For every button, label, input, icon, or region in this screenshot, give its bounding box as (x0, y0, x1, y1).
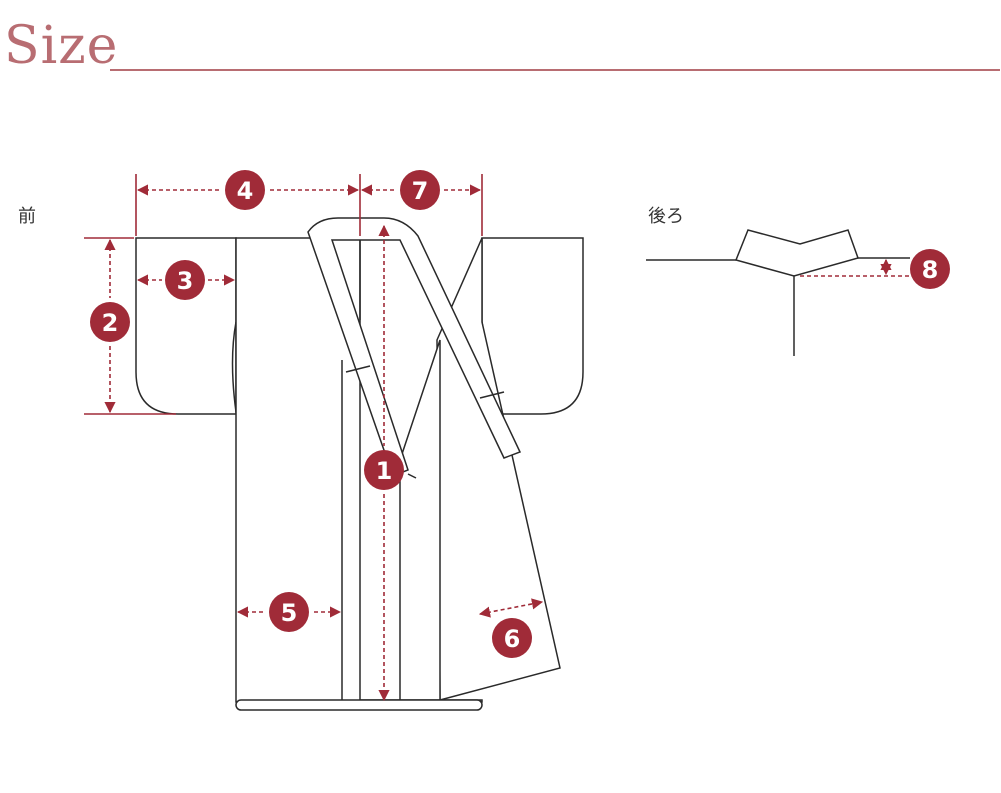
title-underline (110, 69, 1000, 71)
back-collar-view (646, 229, 910, 356)
badge-1: 1 (364, 450, 404, 490)
badge-3: 3 (165, 260, 205, 300)
svg-text:1: 1 (376, 457, 393, 485)
svg-text:3: 3 (177, 267, 194, 295)
back-collar (734, 229, 859, 277)
svg-text:6: 6 (504, 625, 521, 653)
badge-8: 8 (910, 249, 950, 289)
badge-5: 5 (269, 592, 309, 632)
badge-4: 4 (225, 170, 265, 210)
dimension-lines (84, 174, 544, 702)
svg-text:8: 8 (922, 256, 939, 284)
collar (307, 217, 522, 477)
front-view-label: 前 (18, 206, 36, 227)
hem-band (235, 699, 483, 711)
badge-2: 2 (90, 302, 130, 342)
left-sleeve (135, 237, 237, 415)
svg-text:7: 7 (412, 177, 429, 205)
measurement-badges: 1 2 3 4 5 6 7 8 (90, 170, 950, 658)
badge-6: 6 (492, 618, 532, 658)
svg-text:4: 4 (237, 177, 254, 205)
badge-7: 7 (400, 170, 440, 210)
inner-panel (399, 339, 441, 701)
svg-text:2: 2 (102, 309, 119, 337)
page-title: Size (4, 16, 119, 76)
dim-6 (478, 598, 544, 618)
right-sleeve (481, 237, 584, 415)
front-garment (135, 217, 584, 711)
left-sleeve-fold (231, 321, 237, 413)
back-view-label: 後ろ (648, 206, 684, 227)
svg-text:5: 5 (281, 599, 298, 627)
